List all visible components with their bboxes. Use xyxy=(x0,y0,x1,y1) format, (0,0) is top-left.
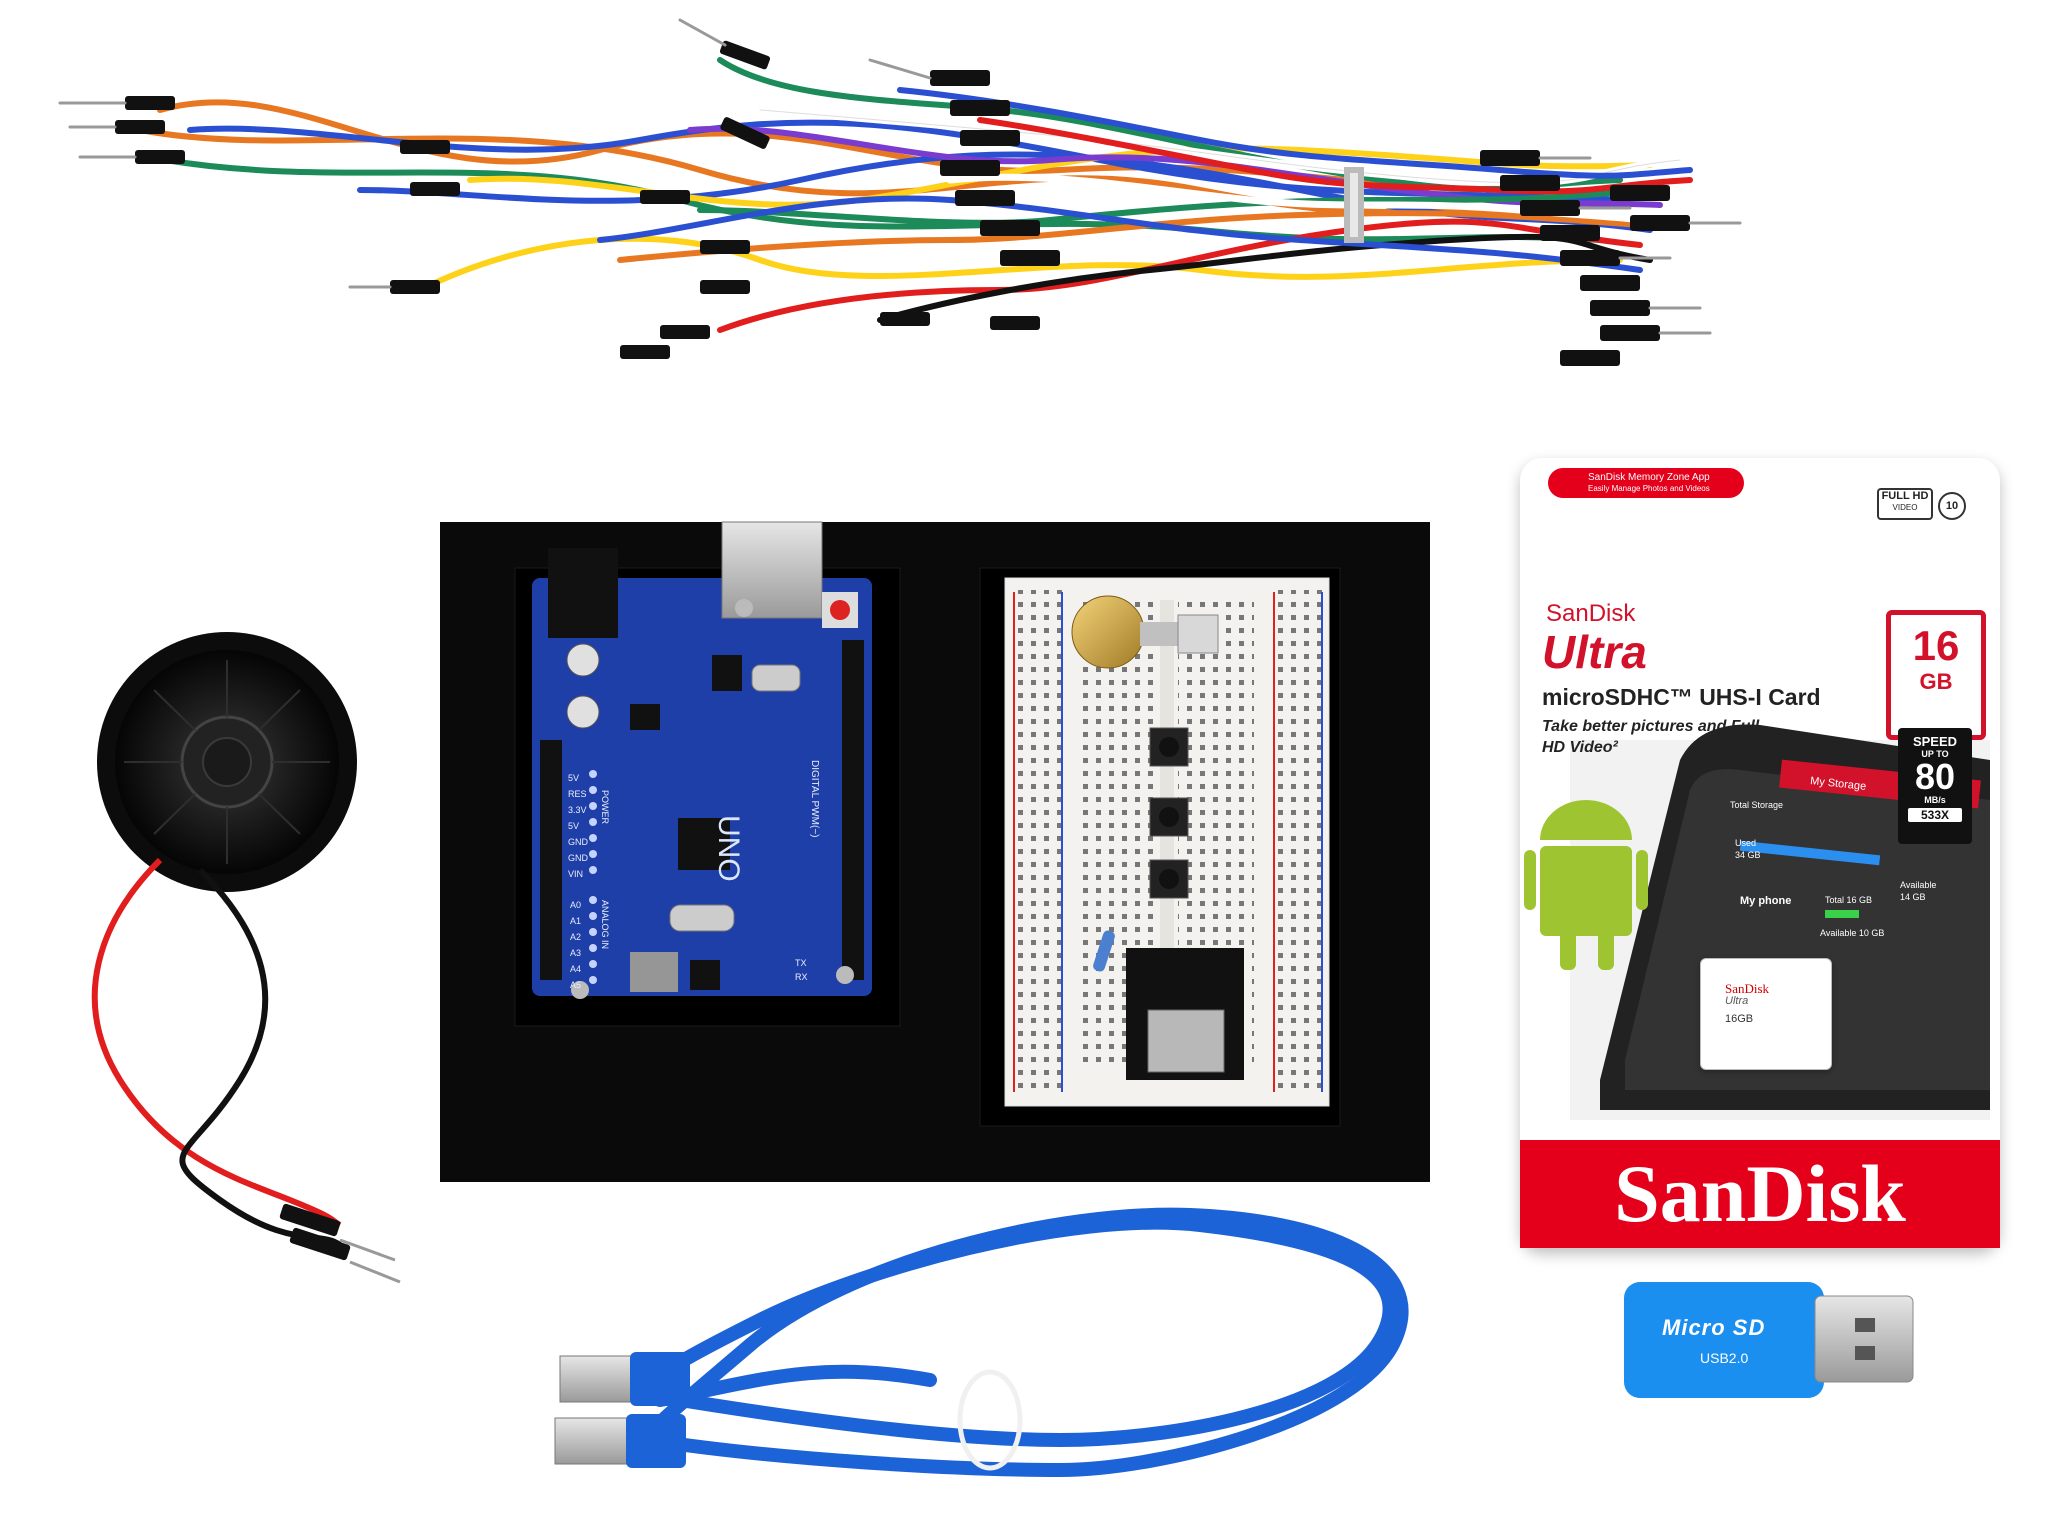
analog-pin-label: A4 xyxy=(570,964,582,974)
sandisk-logo: SanDisk xyxy=(1614,1148,1906,1239)
phone-my-phone: My phone xyxy=(1740,895,1792,907)
brand-small: SanDisk xyxy=(1546,600,1636,627)
card-capacity: 16GB xyxy=(1725,1013,1754,1025)
card-type: microSDHC™ UHS-I Card xyxy=(1542,684,1821,710)
power-pin-label: 5V xyxy=(568,821,580,831)
fullhd-text: FULL HD xyxy=(1881,490,1929,502)
power-pin-label: GND xyxy=(568,837,588,847)
power-pin-label: GND xyxy=(568,853,588,863)
card-brand: SanDisk xyxy=(1725,981,1770,996)
reader-label-microsd: Micro SD xyxy=(1662,1315,1766,1340)
speed-x: 533X xyxy=(1908,808,1962,822)
rx-label: RX xyxy=(795,972,808,982)
phone-used: Used xyxy=(1735,838,1757,848)
card-product: Ultra xyxy=(1725,995,1749,1007)
app-banner: SanDisk Memory Zone App Easily Manage Ph… xyxy=(1548,468,1744,498)
product-name: Ultra xyxy=(1542,626,1647,678)
speed-unit: MB/s xyxy=(1924,795,1946,805)
analog-label: ANALOG IN xyxy=(600,900,610,950)
arduino-uno-board xyxy=(532,521,872,999)
capacity-box: 16 GB xyxy=(1886,610,1986,740)
speaker xyxy=(97,632,357,892)
usb-connectors xyxy=(554,1352,1023,1471)
digital-label: DIGITAL PWM(~) xyxy=(809,760,820,838)
capacity-number: 16 xyxy=(1912,622,1960,669)
analog-pin-label: A0 xyxy=(570,900,582,910)
tagline: Take better pictures and Full HD Video² xyxy=(1542,718,1760,756)
power-pins: 5V RES 3.3V 5V GND GND VIN xyxy=(568,770,588,882)
capacity-unit: GB xyxy=(1919,669,1953,694)
fullhd-badge: FULL HD VIDEO xyxy=(1877,488,1933,520)
phone-total-storage: Total Storage xyxy=(1730,800,1784,810)
speaker-leads xyxy=(91,857,401,1284)
power-pin-label: RES xyxy=(568,789,587,799)
phone-available-10: Available 10 GB xyxy=(1820,928,1885,938)
fullhd-sub: VIDEO xyxy=(1892,503,1918,512)
microsd-usb-reader xyxy=(1624,1282,1914,1398)
speed-box: SPEED UP TO 80 MB/s 533X xyxy=(1898,728,1972,844)
analog-pin-label: A1 xyxy=(570,916,582,926)
mini-breadboard xyxy=(1004,577,1330,1107)
package-phone-illustration xyxy=(1524,724,1990,1120)
phone-used-val: 34 GB xyxy=(1735,850,1761,860)
power-pin-label: 3.3V xyxy=(568,805,587,815)
board-name: UNO xyxy=(712,815,745,882)
microsd-card-image: SanDisk Ultra 16GB xyxy=(1700,958,1832,1070)
speed-up-to: UP TO xyxy=(1921,749,1949,759)
analog-pin-label: A5 xyxy=(570,980,582,990)
class-badge: 10 xyxy=(1938,492,1966,520)
analog-pin-label: A2 xyxy=(570,932,582,942)
logo-bar xyxy=(1520,1140,2000,1248)
phone-available-val: 14 GB xyxy=(1900,892,1926,902)
tx-label: TX xyxy=(795,958,807,968)
reader-label-usb: USB2.0 xyxy=(1700,1350,1749,1366)
analog-pins: A0 A1 A2 A3 A4 A5 xyxy=(570,897,581,993)
power-pin-label: 5V xyxy=(568,773,580,783)
app-banner-line1: SanDisk Memory Zone App xyxy=(1588,472,1710,483)
power-label: POWER xyxy=(600,790,610,825)
speed-value: 80 xyxy=(1914,756,1956,797)
app-banner-line2: Easily Manage Photos and Videos xyxy=(1588,484,1710,493)
phone-available: Available xyxy=(1900,880,1937,890)
power-pin-label: VIN xyxy=(568,869,584,879)
speed-label: SPEED xyxy=(1912,734,1958,749)
analog-pin-label: A3 xyxy=(570,948,582,958)
phone-total-16: Total 16 GB xyxy=(1825,895,1873,905)
jumper-wires-bundle xyxy=(58,18,1742,366)
